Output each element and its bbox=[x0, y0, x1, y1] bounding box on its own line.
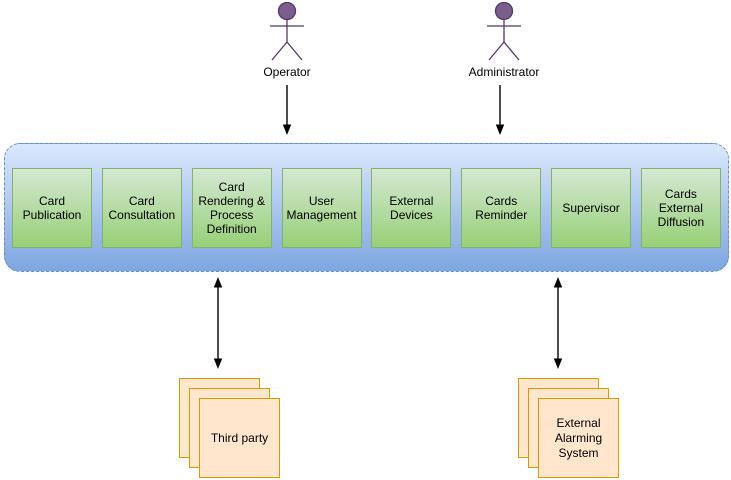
actor-label: Administrator bbox=[468, 65, 540, 79]
module-card-rendering[interactable]: Card Rendering & Process Definition bbox=[191, 167, 272, 248]
administrator-down-arrow[interactable] bbox=[493, 85, 507, 135]
person-icon bbox=[270, 2, 304, 61]
platform-container[interactable]: Card Publication Card Consultation Card … bbox=[4, 143, 729, 272]
module-cards-reminder[interactable]: Cards Reminder bbox=[461, 167, 542, 248]
third-party-double-arrow[interactable] bbox=[210, 277, 226, 369]
module-supervisor[interactable]: Supervisor bbox=[551, 167, 632, 248]
module-external-devices[interactable]: External Devices bbox=[371, 167, 452, 248]
external-system-third-party[interactable]: Third party bbox=[179, 378, 280, 478]
actor-administrator[interactable]: Administrator bbox=[454, 2, 554, 79]
stack-front-layer[interactable]: External Alarming System bbox=[538, 398, 619, 478]
external-system-alarming[interactable]: External Alarming System bbox=[518, 378, 619, 478]
module-card-consultation[interactable]: Card Consultation bbox=[101, 167, 182, 248]
operator-down-arrow[interactable] bbox=[280, 85, 294, 135]
module-card-publication[interactable]: Card Publication bbox=[12, 167, 92, 248]
module-cards-external-diffusion[interactable]: Cards External Diffusion bbox=[640, 167, 721, 248]
actor-label: Operator bbox=[263, 65, 311, 79]
actor-operator[interactable]: Operator bbox=[237, 2, 337, 79]
person-icon bbox=[487, 2, 521, 61]
module-user-management[interactable]: User Management bbox=[281, 167, 362, 248]
alarming-double-arrow[interactable] bbox=[550, 277, 566, 369]
stack-front-layer[interactable]: Third party bbox=[199, 398, 280, 478]
